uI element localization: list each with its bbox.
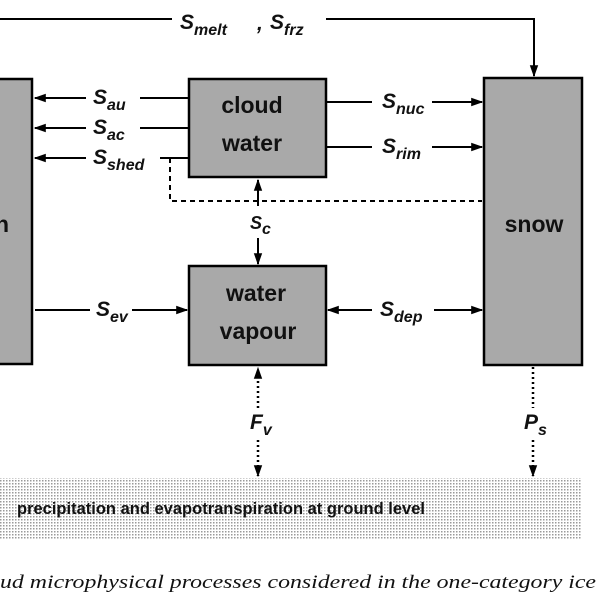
snow-box <box>482 76 584 367</box>
water-vapour-label-line1: water <box>225 280 286 306</box>
left-reservoir-label: n <box>0 211 9 237</box>
water-vapour-box <box>187 264 328 367</box>
flux-separator: , <box>256 12 263 35</box>
left-reservoir-box <box>0 77 34 366</box>
flux-s-frz: Sfrz <box>270 11 304 39</box>
flux-s-ac: Sac <box>93 116 125 144</box>
flux-s-dep: Sdep <box>380 298 423 326</box>
flux-s-au: Sau <box>93 86 126 114</box>
flux-s-nuc: Snuc <box>382 90 425 118</box>
flux-s-ev: Sev <box>96 298 129 326</box>
ground-label: precipitation and evapotranspiration at … <box>17 500 425 518</box>
figure-caption: ud microphysical processes considered in… <box>0 572 596 593</box>
flux-s-c: Sc <box>250 213 271 238</box>
flux-p-s: Ps <box>524 411 547 439</box>
cloud-water-label-line2: water <box>221 130 282 156</box>
ground-band <box>0 478 582 540</box>
water-vapour-label-line2: vapour <box>220 318 297 344</box>
flux-f-v: Fv <box>250 411 273 439</box>
flux-s-melt: Smelt <box>180 11 228 39</box>
flux-s-shed: Sshed <box>93 146 146 174</box>
snow-label: snow <box>505 211 564 237</box>
cloud-water-label-line1: cloud <box>221 92 282 118</box>
flux-s-rim: Srim <box>382 135 421 163</box>
